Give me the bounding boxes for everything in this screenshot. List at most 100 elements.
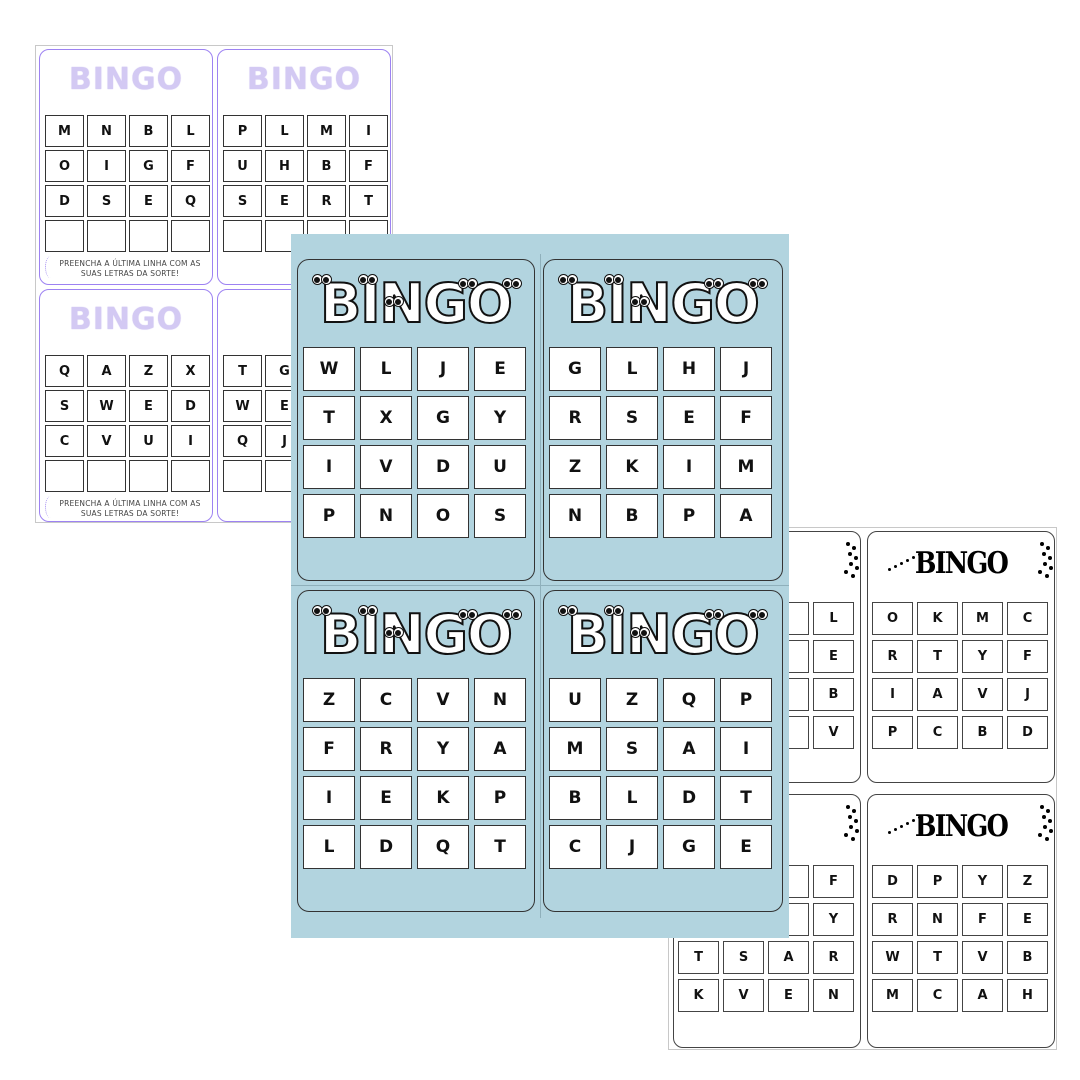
- letter-cell: U: [129, 425, 168, 457]
- letter-cell: N: [474, 678, 526, 722]
- letter-cell: R: [307, 185, 346, 217]
- letter-cell: P: [720, 678, 772, 722]
- letter-cell: O: [45, 150, 84, 182]
- googly-eyes-icon: [630, 296, 650, 307]
- bingo-logo: BINGO: [319, 271, 514, 336]
- letter-cell: S: [223, 185, 262, 217]
- letter-cell: X: [360, 396, 412, 440]
- letter-cell: Q: [171, 185, 210, 217]
- letter-cell: V: [360, 445, 412, 489]
- googly-eyes-icon: [748, 609, 768, 620]
- letter-cell: E: [720, 825, 772, 869]
- letter-cell: B: [307, 150, 346, 182]
- letter-cell: [45, 220, 84, 252]
- letter-cell: M: [45, 115, 84, 147]
- letter-cell: P: [223, 115, 262, 147]
- letter-cell: F: [303, 727, 355, 771]
- letter-cell: O: [417, 494, 469, 538]
- eye-icon: [321, 605, 332, 616]
- letter-cell: M: [549, 727, 601, 771]
- letter-cell: T: [223, 355, 262, 387]
- eye-icon: [757, 278, 768, 289]
- letter-cell: R: [813, 941, 854, 974]
- eye-icon: [713, 278, 724, 289]
- googly-eyes-icon: [458, 278, 478, 289]
- letter-cell: G: [129, 150, 168, 182]
- letter-cell: V: [723, 979, 764, 1012]
- letter-cell: C: [45, 425, 84, 457]
- letter-cell: [87, 460, 126, 492]
- letter-cell: L: [813, 602, 854, 635]
- cut-line-vertical: [540, 254, 541, 918]
- footer-line: PREENCHA A ÚLTIMA LINHA COM AS: [59, 499, 201, 508]
- letter-cell: L: [360, 347, 412, 391]
- letter-cell: P: [474, 776, 526, 820]
- letter-cell: T: [678, 941, 719, 974]
- letter-cell: D: [360, 825, 412, 869]
- letter-cell: P: [917, 865, 958, 898]
- letter-cell: N: [813, 979, 854, 1012]
- eye-icon: [467, 278, 478, 289]
- letter-cell: F: [962, 903, 1003, 936]
- letter-cell: E: [768, 979, 809, 1012]
- letter-cell: N: [917, 903, 958, 936]
- cut-line-horizontal: [291, 585, 789, 586]
- letter-cell: Q: [417, 825, 469, 869]
- letter-cell: M: [872, 979, 913, 1012]
- bingo-logo: BINGO: [914, 546, 1009, 581]
- letter-cell: I: [349, 115, 388, 147]
- letter-cell: M: [307, 115, 346, 147]
- letter-cell: A: [917, 678, 958, 711]
- letter-cell: S: [45, 390, 84, 422]
- eye-icon: [321, 274, 332, 285]
- letter-cell: T: [917, 640, 958, 673]
- footer-line: SUAS LETRAS DA SORTE!: [80, 509, 180, 518]
- eye-icon: [757, 609, 768, 620]
- letter-cell: Y: [962, 865, 1003, 898]
- letter-cell: B: [1007, 941, 1048, 974]
- letter-cell: E: [360, 776, 412, 820]
- letter-cell: A: [962, 979, 1003, 1012]
- letter-cell: K: [678, 979, 719, 1012]
- letter-cell: P: [303, 494, 355, 538]
- googly-eyes-icon: [358, 274, 378, 285]
- letter-cell: S: [606, 727, 658, 771]
- letter-cell: I: [663, 445, 715, 489]
- letter-cell: I: [171, 425, 210, 457]
- letter-cell: [223, 220, 262, 252]
- letter-cell: A: [663, 727, 715, 771]
- googly-eyes-icon: [358, 605, 378, 616]
- letter-cell: V: [813, 716, 854, 749]
- letter-cell: F: [349, 150, 388, 182]
- bingo-logo: BINGO: [566, 602, 761, 667]
- letter-cell: [171, 460, 210, 492]
- letter-cell: S: [723, 941, 764, 974]
- letter-cell: I: [720, 727, 772, 771]
- letter-cell: X: [171, 355, 210, 387]
- letter-cell: V: [417, 678, 469, 722]
- letter-cell: W: [223, 390, 262, 422]
- letter-cell: K: [606, 445, 658, 489]
- letter-cell: S: [606, 396, 658, 440]
- letter-cell: [171, 220, 210, 252]
- letter-cell: E: [1007, 903, 1048, 936]
- letter-cell: N: [549, 494, 601, 538]
- letter-cell: T: [349, 185, 388, 217]
- letter-cell: E: [663, 396, 715, 440]
- letter-cell: R: [872, 640, 913, 673]
- letter-cell: T: [720, 776, 772, 820]
- letter-cell: J: [720, 347, 772, 391]
- letter-cell: W: [872, 941, 913, 974]
- googly-eyes-icon: [312, 605, 332, 616]
- bingo-logo: BINGO: [68, 302, 184, 337]
- eye-icon: [567, 605, 578, 616]
